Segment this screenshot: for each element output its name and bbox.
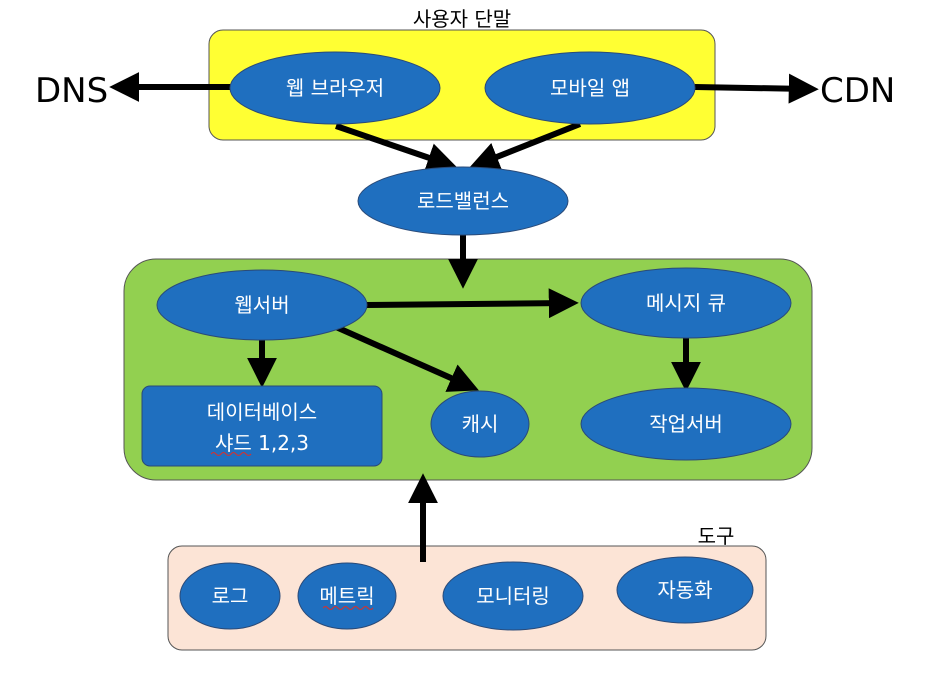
web-browser-node: 웹 브라우저	[229, 51, 441, 125]
web-server-label: 웹서버	[234, 293, 289, 317]
automation-node: 자동화	[616, 556, 754, 624]
cache-label: 캐시	[462, 412, 499, 436]
database-node: 데이터베이스 샤드 1,2,3	[141, 385, 383, 467]
arrow-webserver-to-cache	[334, 324, 479, 392]
mobile-app-node: 모바일 앱	[484, 51, 696, 125]
dns-label: DNS	[35, 71, 108, 111]
monitoring-label: 모니터링	[476, 584, 550, 608]
arrows	[109, 72, 819, 562]
metrics-spellcheck-underline	[322, 606, 374, 610]
message-queue-node: 메시지 큐	[580, 267, 792, 339]
message-queue-label: 메시지 큐	[646, 291, 726, 315]
load-balancer-node: 로드밸런스	[357, 166, 569, 236]
metrics-label: 메트릭	[319, 584, 374, 608]
monitoring-shape	[442, 561, 584, 631]
mobile-app-label: 모바일 앱	[550, 76, 630, 100]
worker-server-label: 작업서버	[649, 412, 723, 436]
metrics-shape	[297, 562, 397, 630]
load-balancer-shape	[357, 166, 569, 236]
cache-node: 캐시	[430, 390, 530, 458]
tools-label: 도구	[698, 524, 735, 548]
worker-server-node: 작업서버	[580, 387, 792, 461]
database-spellcheck-underline	[210, 452, 252, 456]
database-shape	[141, 385, 383, 467]
cache-shape	[430, 390, 530, 458]
database-label-line2: 샤드 1,2,3	[215, 431, 309, 455]
load-balancer-label: 로드밸런스	[417, 189, 509, 213]
automation-label: 자동화	[657, 578, 712, 602]
arrow-app-to-cdn	[694, 73, 819, 104]
log-node: 로그	[179, 562, 281, 630]
web-browser-label: 웹 브라우저	[286, 76, 384, 100]
arrow-app-to-loadbalancer	[468, 121, 582, 171]
arrow-browser-to-loadbalancer	[335, 123, 458, 172]
automation-shape	[616, 556, 754, 624]
log-shape	[179, 562, 281, 630]
cdn-label: CDN	[820, 71, 895, 111]
web-browser-shape	[229, 51, 441, 125]
web-server-node: 웹서버	[156, 269, 368, 341]
monitoring-node: 모니터링	[442, 561, 584, 631]
log-label: 로그	[212, 584, 249, 608]
worker-server-shape	[580, 387, 792, 461]
database-label-line1: 데이터베이스	[207, 400, 317, 424]
arrow-webserver-to-queue	[365, 288, 579, 319]
metrics-node: 메트릭	[297, 562, 397, 630]
mobile-app-shape	[484, 51, 696, 125]
user-terminal-label: 사용자 단말	[413, 7, 511, 31]
message-queue-shape	[580, 267, 792, 339]
web-server-shape	[156, 269, 368, 341]
